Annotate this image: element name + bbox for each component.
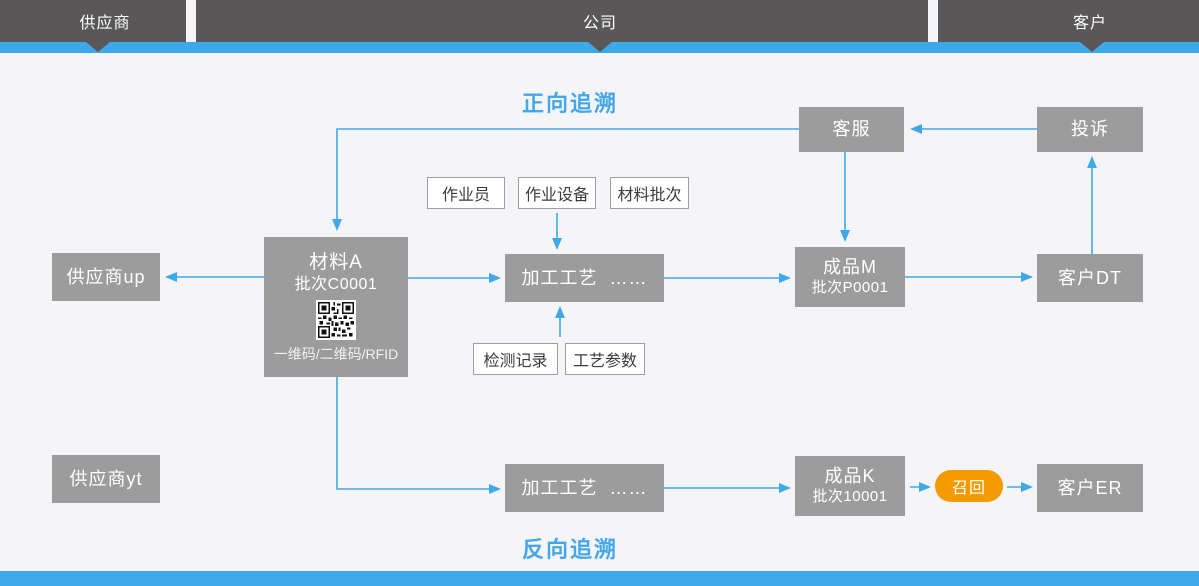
qr-code-icon [316, 299, 356, 340]
recall-badge-label: 召回 [951, 480, 986, 497]
pointer-triangle-company [588, 42, 612, 52]
backward-trace-title: 反向追溯 [521, 537, 618, 562]
forward-trace-title: 正向追溯 [521, 91, 618, 116]
node-process-top: 加工工艺 …… [505, 254, 664, 302]
node-complaint: 投诉 [1037, 107, 1143, 152]
node-product-m: 成品M 批次P0001 [795, 247, 905, 307]
node-material-a-codes: 一维码/二维码/RFID [273, 345, 399, 362]
pointer-triangle-supplier [86, 42, 110, 52]
node-material-a-title: 材料A [309, 251, 363, 273]
node-customer-er-label: 客户ER [1057, 477, 1123, 498]
node-customer-dt-label: 客户DT [1058, 267, 1122, 288]
pointer-triangle-customer [1080, 42, 1104, 52]
node-material-a: 材料A 批次C0001 一维码/二维码/RFID [264, 237, 408, 377]
node-customer-service: 客服 [799, 107, 904, 152]
node-process-top-label: 加工工艺 …… [521, 267, 648, 288]
node-product-k: 成品K 批次10001 [795, 456, 905, 516]
node-process-bottom: 加工工艺 …… [505, 464, 664, 512]
node-product-k-batch: 批次10001 [812, 487, 888, 505]
tag-inspection-records: 检测记录 [473, 343, 558, 375]
bottom-accent-bar [0, 571, 1199, 586]
header-label-supplier: 供应商 [79, 15, 131, 32]
node-customer-dt: 客户DT [1037, 254, 1143, 302]
node-customer-service-label: 客服 [832, 119, 871, 140]
node-product-m-batch: 批次P0001 [811, 278, 889, 296]
header-label-customer: 客户 [1072, 15, 1108, 32]
node-product-m-title: 成品M [823, 257, 877, 278]
node-supplier-up-label: 供应商up [66, 266, 146, 287]
node-supplier-up: 供应商up [52, 253, 160, 301]
tag-operator: 作业员 [427, 177, 505, 209]
tag-material-batch: 材料批次 [610, 177, 689, 209]
node-customer-er: 客户ER [1037, 464, 1143, 512]
node-material-a-batch: 批次C0001 [294, 275, 378, 293]
tag-equipment: 作业设备 [518, 177, 596, 209]
recall-badge: 召回 [935, 470, 1003, 502]
header-segment-customer [938, 0, 1199, 42]
node-complaint-label: 投诉 [1071, 119, 1109, 140]
arrow-material-a-to-process-bottom [336, 377, 501, 494]
header-segment-supplier [0, 0, 186, 42]
tag-process-params: 工艺参数 [565, 343, 645, 375]
node-supplier-yt-label: 供应商yt [69, 468, 143, 489]
header-label-company: 公司 [582, 15, 618, 32]
header-segment-company [196, 0, 928, 42]
node-supplier-yt: 供应商yt [52, 455, 160, 503]
node-process-bottom-label: 加工工艺 …… [521, 477, 648, 498]
node-product-k-title: 成品K [824, 466, 876, 487]
